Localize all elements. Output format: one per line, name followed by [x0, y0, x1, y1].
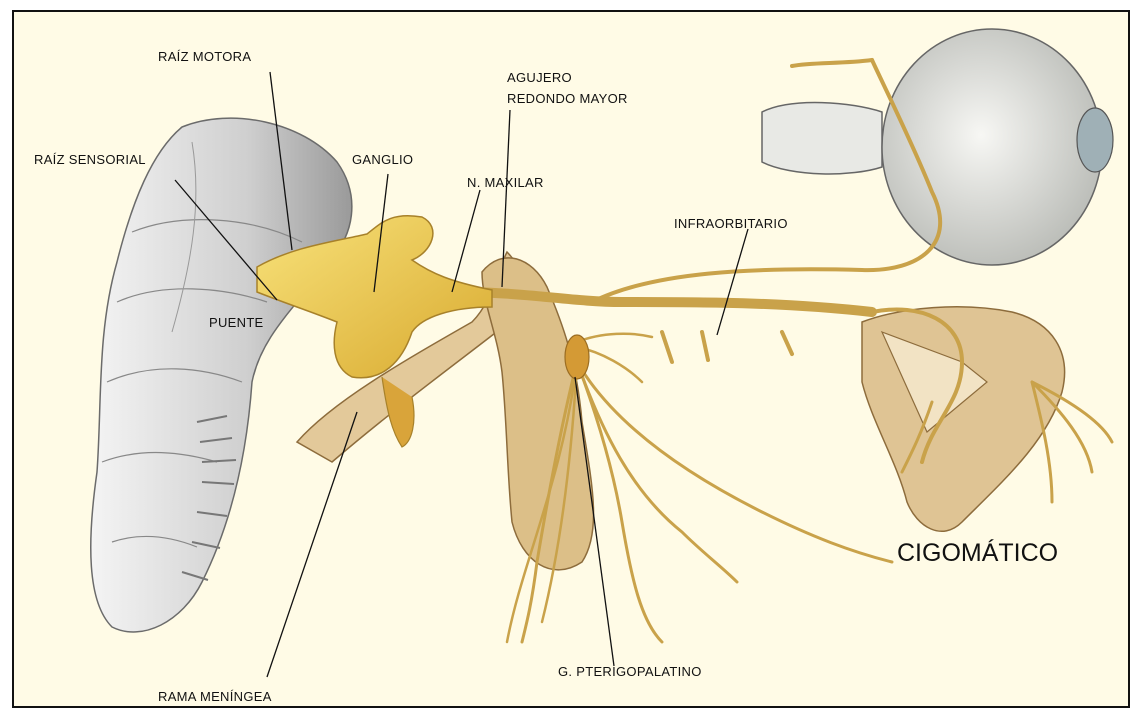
pterygopalatine-ganglion [565, 335, 589, 379]
label-agujero: AGUJERO [507, 70, 572, 85]
label-g-pterigopalatino: G. PTERIGOPALATINO [558, 664, 702, 679]
label-puente: PUENTE [209, 315, 264, 330]
label-redondo-mayor: REDONDO MAYOR [507, 91, 628, 106]
label-infraorbitario: INFRAORBITARIO [674, 216, 788, 231]
label-n-maxilar: N. MAXILAR [467, 175, 544, 190]
label-raiz-motora: RAÍZ MOTORA [158, 49, 251, 64]
maxillary-nerve-illustration [14, 12, 1132, 710]
diagram-frame: RAÍZ MOTORA RAÍZ SENSORIAL GANGLIO AGUJE… [12, 10, 1130, 708]
label-cigomatico: CIGOMÁTICO [897, 539, 1058, 568]
brainstem [91, 118, 352, 632]
label-rama-meningea: RAMA MENÍNGEA [158, 689, 272, 704]
label-raiz-sensorial: RAÍZ SENSORIAL [34, 152, 146, 167]
label-ganglio: GANGLIO [352, 152, 413, 167]
